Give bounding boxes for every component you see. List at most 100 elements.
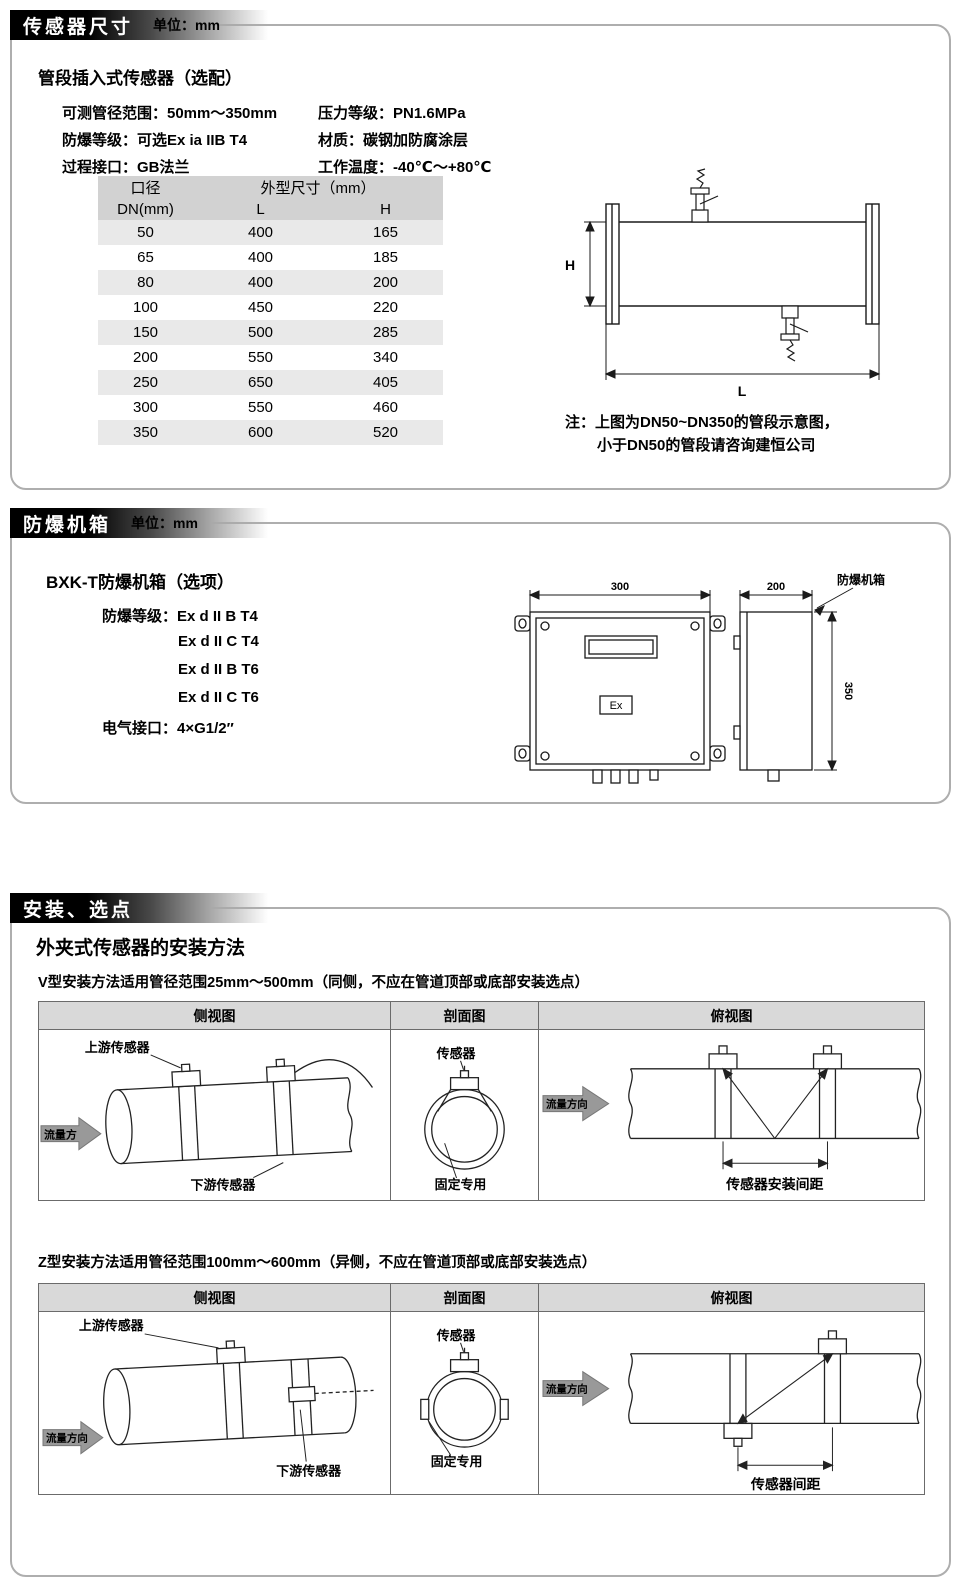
- grade-line-4: Ex d II C T6: [178, 689, 259, 706]
- electrical-port: 电气接口：4×G1/2″: [102, 720, 234, 737]
- bottom-insertion-sensor: [780, 305, 809, 362]
- z-col-top-header: 俯视图: [539, 1284, 924, 1312]
- z-side-pipe: [103, 1340, 374, 1446]
- grade-line-3: Ex d II B T6: [178, 661, 259, 678]
- enclosure-front-view: [514, 611, 726, 784]
- v-downstream-label: 下游传感器: [191, 1178, 257, 1193]
- section1-banner-title: 传感器尺寸: [23, 16, 134, 38]
- v-col-section-header: 剖面图: [391, 1002, 539, 1030]
- z-spacing-label: 传感器间距: [750, 1476, 821, 1492]
- z-downstream-leader: [299, 1409, 307, 1462]
- col-dn-header: 口径: [130, 179, 161, 197]
- dim-300: [528, 590, 712, 612]
- z-section-view-cell: 传感器 固定专用: [391, 1312, 539, 1494]
- v-signal-path: [722, 1067, 829, 1139]
- table-subheader-row: DN(mm) L H: [98, 198, 443, 220]
- l-dim-label: L: [738, 383, 747, 399]
- exproof-enclosure-section: 防爆机箱 单位：mm BXK-T防爆机箱（选项） 防爆等级：Ex d II B …: [10, 508, 951, 804]
- h-dim-label: H: [565, 257, 575, 273]
- spec-pressure: 压力等级：PN1.6MPa: [318, 105, 466, 122]
- v-fix-label: 固定专用: [435, 1177, 487, 1192]
- v-sensor-label: 传感器: [436, 1046, 477, 1061]
- z-side-flow-label: 流量方向: [46, 1432, 88, 1445]
- v-side-flow-label: 流量方: [44, 1128, 77, 1142]
- note-block: 注：上图为DN50~DN350的管段示意图， 小于DN50的管段请咨询建恒公司: [565, 412, 839, 457]
- z-downstream-label: 下游传感器: [276, 1464, 342, 1479]
- v-fix-leader: [444, 1143, 458, 1179]
- z-fix-leader: [428, 1420, 452, 1456]
- table-header-row: 口径 外型尺寸（mm）: [98, 176, 443, 198]
- z-side-view-cell: 上游传感器 流量方向 下游传感器: [39, 1312, 391, 1494]
- z-sensor-label: 传感器: [436, 1328, 477, 1343]
- bxk-subtitle: BXK-T防爆机箱（选项）: [46, 573, 234, 592]
- v-method-description: V型安装方法适用管径范围25mm～500mm（同侧，不应在管道顶部或底部安装选点…: [38, 975, 590, 991]
- insert-sensor-subtitle: 管段插入式传感器（选配）: [38, 69, 242, 88]
- v-pipe-cross-section: [424, 1065, 505, 1170]
- v-side-view-cell: 流量方 上游传感器 下游传感器: [39, 1030, 391, 1200]
- pipe-section-drawing: H L: [550, 168, 930, 408]
- l-dimension: [604, 324, 881, 380]
- v-side-pipe: [105, 1058, 373, 1165]
- col-size-header: 外型尺寸（mm）: [260, 179, 376, 197]
- enclosure-side-view: [733, 611, 813, 782]
- col-dn-unit: DN(mm): [117, 200, 174, 218]
- v-col-top-header: 俯视图: [539, 1002, 924, 1030]
- dim-200-label: 200: [767, 581, 785, 593]
- pipe-body: [605, 203, 880, 325]
- dim-350: [814, 610, 837, 772]
- v-upstream-label: 上游传感器: [85, 1040, 151, 1055]
- v-section-view-cell: 传感器 固定专用: [391, 1030, 539, 1200]
- dim-300-label: 300: [611, 581, 629, 593]
- section2-unit-label: 单位：mm: [131, 515, 198, 531]
- z-upstream-leader: [144, 1333, 219, 1349]
- ex-marking: Ex: [610, 700, 623, 712]
- spec-exproof: 防爆等级：可选Ex ia IIB T4: [62, 132, 248, 149]
- spec-process-port: 过程接口：GB法兰: [62, 159, 190, 176]
- v-upstream-leader: [150, 1054, 181, 1069]
- section1-unit-label: 单位：mm: [153, 17, 220, 33]
- v-method-table: 侧视图 剖面图 俯视图 流量方: [38, 1001, 925, 1201]
- z-method-table: 侧视图 剖面图 俯视图 上游传感器: [38, 1283, 925, 1495]
- v-top-flow-arrow: [542, 1085, 610, 1122]
- h-dimension: [584, 220, 606, 308]
- z-sensor-leader: [460, 1342, 464, 1352]
- z-method-description: Z型安装方法适用管径范围100mm～600mm（异侧，不应在管道顶部或底部安装选…: [38, 1255, 597, 1271]
- section2-banner-title: 防爆机箱: [23, 514, 112, 536]
- grade-line-1: 防爆等级：Ex d II B T4: [102, 608, 258, 625]
- z-upstream-label: 上游传感器: [79, 1318, 145, 1333]
- section1-banner: 传感器尺寸 单位：mm: [10, 10, 268, 40]
- top-insertion-sensor: [690, 168, 719, 223]
- callout-arrow: [814, 587, 854, 616]
- v-side-flow-arrow: [40, 1116, 102, 1151]
- section2-banner: 防爆机箱 单位：mm: [10, 508, 268, 538]
- enclosure-callout-label: 防爆机箱: [837, 572, 885, 587]
- v-sensor-leader: [460, 1060, 464, 1070]
- col-h-header: H: [380, 200, 391, 218]
- dim-200: [738, 590, 814, 612]
- v-col-side-header: 侧视图: [39, 1002, 391, 1030]
- installation-section: 安装、选点 外夹式传感器的安装方法 V型安装方法适用管径范围25mm～500mm…: [10, 893, 951, 1577]
- z-top-pipe: [628, 1330, 922, 1447]
- spec-temperature: 工作温度：-40℃～+80℃: [318, 159, 492, 176]
- z-fix-label: 固定专用: [431, 1454, 483, 1469]
- section3-banner-title: 安装、选点: [23, 899, 134, 921]
- z-top-flow-label: 流量方向: [546, 1383, 588, 1396]
- grade-line-2: Ex d II C T4: [178, 633, 259, 650]
- z-top-flow-arrow: [542, 1370, 610, 1407]
- note-line-2: 小于DN50的管段请咨询建恒公司: [597, 436, 816, 454]
- note-line-1: 注：上图为DN50~DN350的管段示意图，: [565, 414, 839, 431]
- z-col-side-header: 侧视图: [39, 1284, 391, 1312]
- sensor-dimensions-section: 传感器尺寸 单位：mm 管段插入式传感器（选配） 可测管径范围：50mm～350…: [10, 10, 951, 490]
- v-spacing-label: 传感器安装间距: [725, 1176, 823, 1192]
- clampon-method-title: 外夹式传感器的安装方法: [36, 938, 246, 959]
- sensor-dimensions-panel: [10, 24, 951, 490]
